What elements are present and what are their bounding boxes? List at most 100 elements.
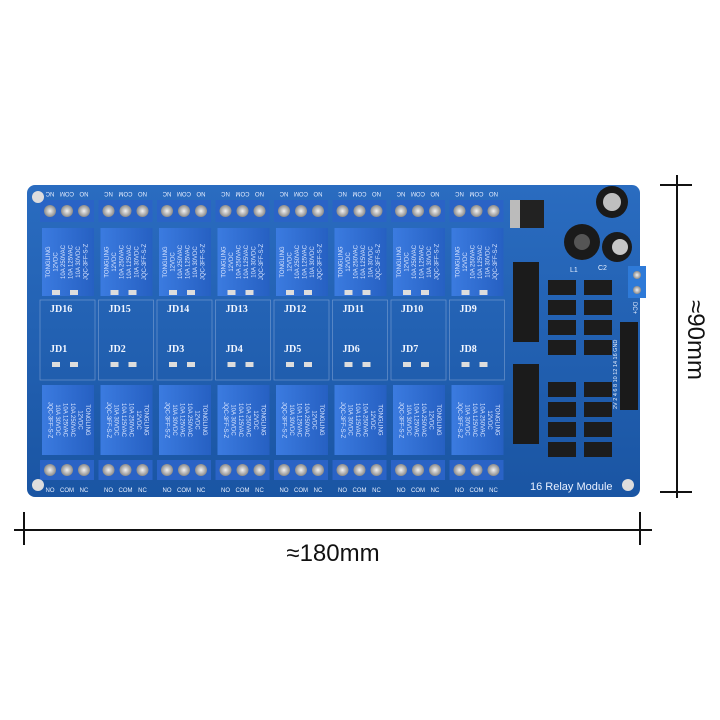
width-dimension <box>14 512 652 545</box>
relay-marking: 10A 250VAC <box>362 403 368 438</box>
relay-marking: 10A 250VAC <box>420 403 426 438</box>
terminal-label: NC <box>372 488 381 494</box>
relay-label: JD15 <box>109 304 131 315</box>
height-label: ≈90mm <box>682 300 709 380</box>
relay-marking: JQC-3FF-S-Z <box>318 244 324 281</box>
control-section: L1 C2 DC+ 2V 2 4 6 8 10 12 14 16 GND 16 … <box>510 186 646 493</box>
terminal-label: NC <box>279 190 288 196</box>
relay-marking: 10A 125VAC <box>237 403 243 438</box>
relay-marking: JQC-3FF-S-Z <box>398 402 404 439</box>
relay-marking: 10A 125VAC <box>296 403 302 438</box>
screw-terminal <box>391 200 445 222</box>
screw-terminal <box>157 460 211 480</box>
terminal-label: NC <box>45 190 54 196</box>
relay-marking: 12VDC <box>405 252 411 272</box>
relay-marking: 10A 30VDC <box>405 404 411 436</box>
power-label: DC+ <box>631 302 637 315</box>
relay-marking: 12VDC <box>194 410 200 430</box>
relay-marking: 10A 250VAC <box>61 244 67 279</box>
terminal-label: NC <box>314 488 323 494</box>
relay-marking: 12VDC <box>112 252 118 272</box>
terminal-label: NO <box>455 488 464 494</box>
terminal-label: COM <box>353 488 367 494</box>
relay-marking: TONGLING <box>260 404 266 436</box>
terminal-label: NC <box>255 488 264 494</box>
terminal-label: COM <box>119 190 133 196</box>
relay-marking: 10A 30VDC <box>171 404 177 436</box>
terminal-label: NC <box>138 488 147 494</box>
relay-label: JD3 <box>167 344 184 355</box>
optocoupler <box>548 402 576 417</box>
terminal-label: NC <box>489 488 498 494</box>
screw-terminal <box>98 200 153 222</box>
relay-marking: 10A 250VAC <box>295 244 301 279</box>
relay-marking: 10A 125VAC <box>471 403 477 438</box>
relay-marking: TONGLING <box>377 404 383 436</box>
relay-marking: 10A 125VAC <box>361 244 367 279</box>
relay-marking: 10A 30VDC <box>486 246 492 278</box>
optocoupler <box>548 300 576 315</box>
terminal-label: NC <box>104 190 113 196</box>
screw-terminal <box>274 460 328 480</box>
relay-marking: 10A 30VDC <box>54 404 60 436</box>
optocoupler <box>548 442 576 457</box>
optocoupler <box>584 320 612 335</box>
terminal-label: NC <box>221 190 230 196</box>
screw-terminal <box>332 200 387 222</box>
relay-marking: JQC-3FF-S-Z <box>493 244 499 281</box>
optocoupler <box>584 382 612 397</box>
relay-marking: JQC-3FF-S-Z <box>435 244 441 281</box>
terminal-label: NO <box>221 488 230 494</box>
relay-marking: 10A 125VAC <box>354 403 360 438</box>
relay-marking: 10A 30VDC <box>464 404 470 436</box>
terminal-label: NC <box>162 190 171 196</box>
width-label: ≈180mm <box>286 540 379 567</box>
relay-marking: TONGLING <box>339 246 345 278</box>
terminal-label: NO <box>255 190 264 196</box>
terminal-label: NC <box>338 190 347 196</box>
optocoupler <box>548 382 576 397</box>
relay-marking: 12VDC <box>54 252 60 272</box>
terminal-label: NO <box>46 488 55 494</box>
relay-label: JD1 <box>50 344 67 355</box>
terminal-label: COM <box>294 488 308 494</box>
relay-label: JD16 <box>50 304 72 315</box>
relay-marking: 10A 125VAC <box>303 244 309 279</box>
terminal-label: COM <box>236 190 250 196</box>
terminal-label: COM <box>470 190 484 196</box>
optocoupler <box>584 300 612 315</box>
relay-marking: 10A 125VAC <box>120 403 126 438</box>
optocoupler <box>548 280 576 295</box>
terminal-label: NO <box>313 190 322 196</box>
relay-marking: 10A 250VAC <box>354 244 360 279</box>
relay-marking: 12VDC <box>311 410 317 430</box>
relay-marking: 10A 30VDC <box>193 246 199 278</box>
screw-terminal <box>332 460 387 480</box>
relay-marking: 10A 250VAC <box>412 244 418 279</box>
relay-marking: JQC-3FF-S-Z <box>47 402 53 439</box>
relay-label: JD7 <box>401 344 418 355</box>
power-terminal <box>628 266 646 298</box>
relay-marking: TONGLING <box>143 404 149 436</box>
relay-marking: 10A 250VAC <box>471 244 477 279</box>
terminal-label: NO <box>79 190 88 196</box>
height-dimension <box>660 175 692 498</box>
optocoupler <box>584 340 612 355</box>
relay-marking: 10A 250VAC <box>69 403 75 438</box>
relay-marking: JQC-3FF-S-Z <box>84 244 90 281</box>
terminal-label: NO <box>338 488 347 494</box>
terminal-label: COM <box>294 190 308 196</box>
relay-marking: 12VDC <box>428 410 434 430</box>
screw-terminal <box>157 200 211 222</box>
optocoupler <box>548 422 576 437</box>
terminal-label: NC <box>197 488 206 494</box>
mount-hole <box>622 479 634 491</box>
